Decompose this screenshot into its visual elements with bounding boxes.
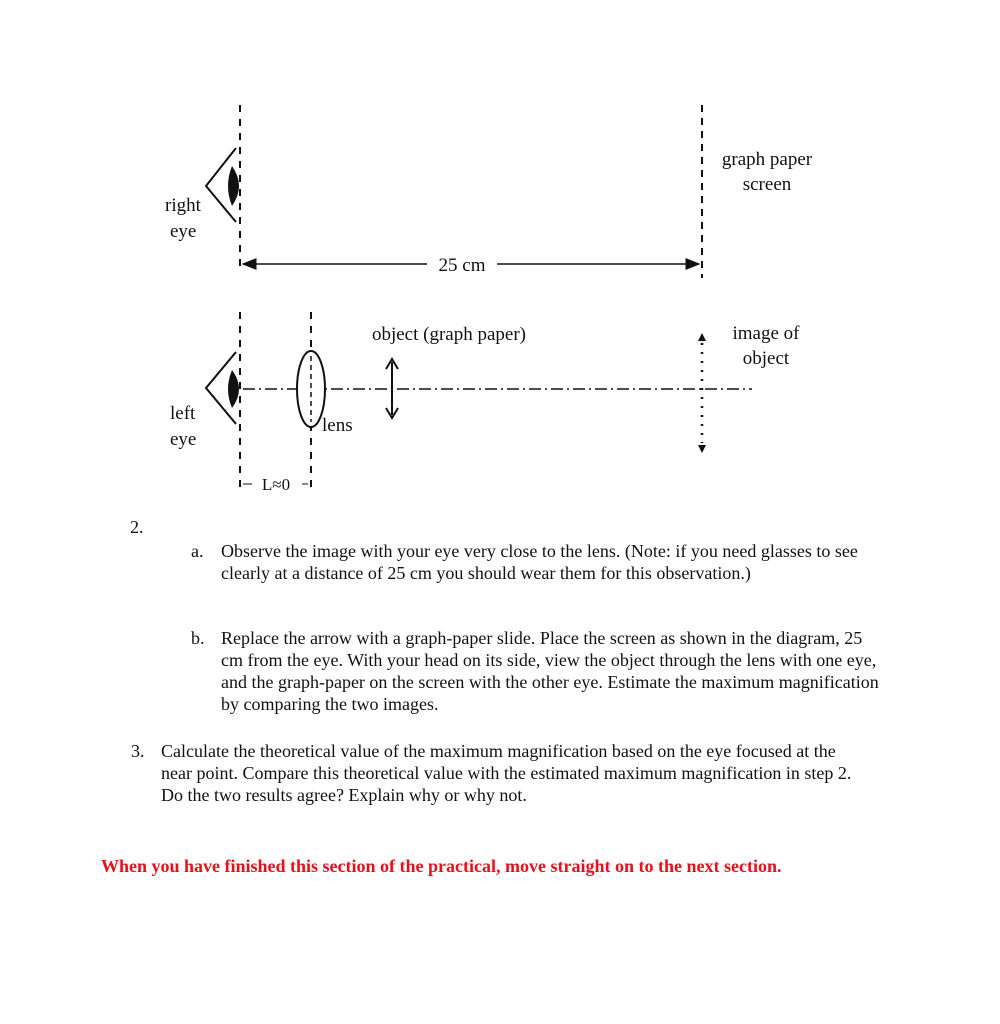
- right-eye-icon: [204, 147, 239, 223]
- step-3-text: Calculate the theoretical value of the m…: [161, 741, 852, 805]
- left-eye-label: left: [170, 403, 196, 424]
- step-2b-text: Replace the arrow with a graph-paper sli…: [221, 628, 879, 714]
- object-arrow-icon: [385, 357, 399, 420]
- right-eye-label: right: [165, 195, 202, 216]
- step-2a: a. Observe the image with your eye very …: [191, 540, 871, 610]
- step-2a-marker: a.: [191, 541, 204, 561]
- step-2-number: 2.: [130, 517, 144, 537]
- image-label: image of: [732, 323, 800, 344]
- left-eye-label: eye: [170, 429, 196, 450]
- lens-label: lens: [322, 415, 353, 436]
- left-eye-icon: [204, 351, 239, 425]
- gap-label: L≈0: [262, 475, 290, 494]
- screen-label: screen: [743, 174, 792, 195]
- right-eye-label: eye: [170, 221, 196, 242]
- optics-diagram: right eye left eye 25 cm graph paper scr…: [165, 105, 813, 494]
- object-label: object (graph paper): [372, 324, 526, 345]
- lens-icon: [296, 350, 326, 428]
- step-2a-text: Observe the image with your eye very clo…: [221, 541, 858, 583]
- distance-label: 25 cm: [439, 255, 486, 276]
- image-label: object: [743, 348, 790, 369]
- image-arrow-icon: [698, 333, 706, 453]
- section-finished-note: When you have finished this section of t…: [101, 856, 782, 876]
- step-2b-marker: b.: [191, 628, 205, 648]
- step-3: 3. Calculate the theoretical value of th…: [131, 740, 871, 810]
- step-2b: b. Replace the arrow with a graph-paper …: [191, 627, 881, 719]
- screen-label: graph paper: [722, 149, 813, 170]
- step-3-marker: 3.: [131, 741, 145, 761]
